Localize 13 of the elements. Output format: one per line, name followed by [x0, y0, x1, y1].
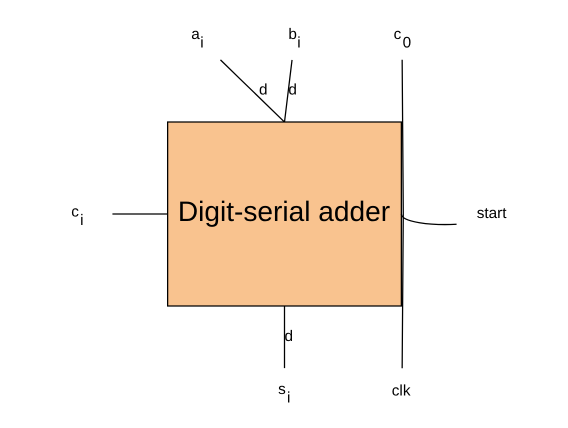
edge-label: d: [288, 82, 296, 99]
node-box: Digit-serial adder: [166, 121, 402, 307]
connector: [112, 213, 168, 215]
node-text: clk: [391, 382, 410, 400]
connector: [401, 60, 404, 214]
connector: [220, 59, 284, 122]
edge-label: d: [258, 82, 267, 99]
connector: [400, 214, 456, 226]
connector: [283, 306, 285, 368]
connector: [283, 60, 292, 122]
edge-label: d: [284, 328, 293, 346]
connector: [401, 214, 404, 368]
node-text: start: [476, 204, 506, 222]
